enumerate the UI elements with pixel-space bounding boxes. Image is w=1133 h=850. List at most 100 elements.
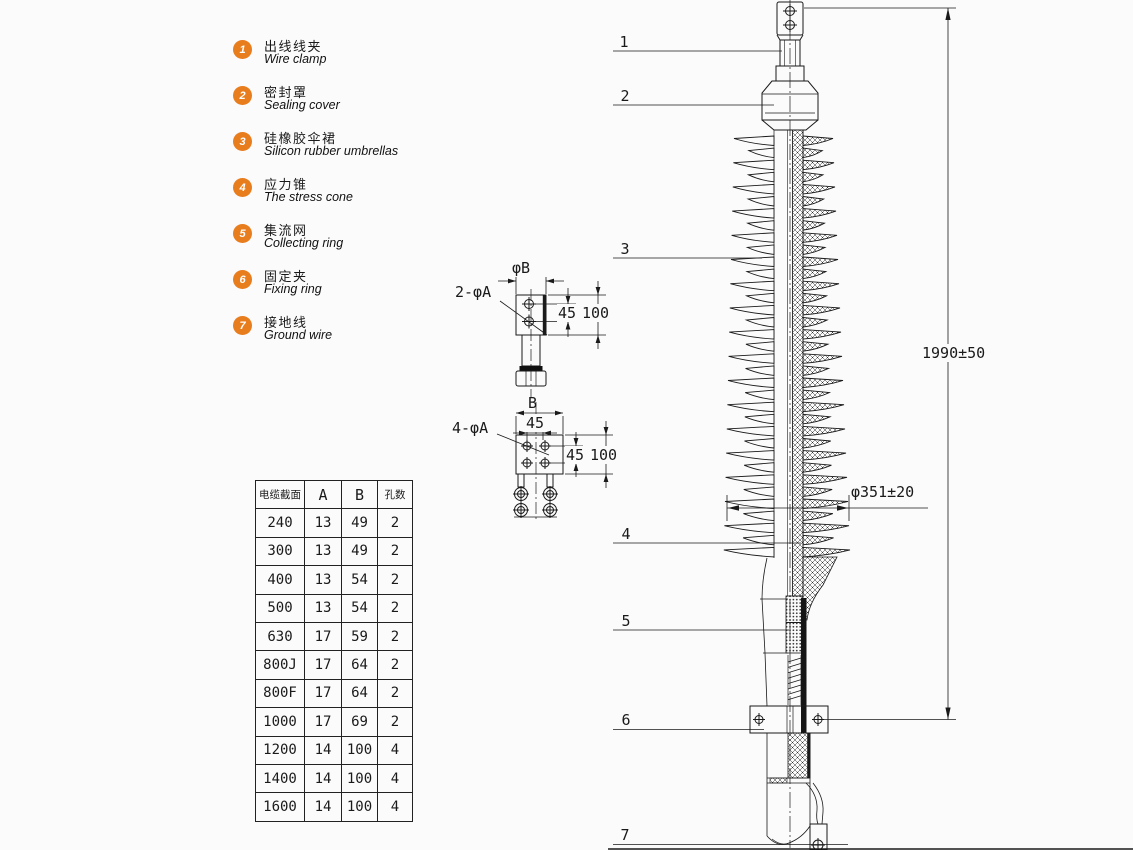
cell: 49 bbox=[341, 536, 378, 567]
collecting-ring bbox=[785, 595, 803, 654]
part-number-1: 1 bbox=[619, 33, 629, 51]
legend-en-5: Collecting ring bbox=[264, 236, 344, 250]
cell: 13 bbox=[304, 536, 342, 567]
detail2-45v-label: 45 bbox=[565, 446, 586, 464]
cell: 13 bbox=[304, 565, 342, 595]
cell: 400 bbox=[255, 565, 305, 595]
detail1-dia-b-label: φB bbox=[512, 259, 531, 277]
cable-lower bbox=[766, 732, 811, 845]
cell: 1000 bbox=[255, 707, 305, 737]
legend-en-6: Fixing ring bbox=[264, 282, 322, 296]
detail2-100-label: 100 bbox=[589, 446, 619, 464]
part-number-4: 4 bbox=[621, 525, 631, 543]
cell: 49 bbox=[341, 508, 378, 538]
legend-zh-7: 接地线 bbox=[264, 315, 308, 330]
legend-zh-6: 固定夹 bbox=[264, 269, 308, 284]
detail2-holes-label: 4-φA bbox=[452, 419, 489, 437]
cell: 1400 bbox=[255, 763, 305, 794]
cell: 4 bbox=[377, 735, 413, 765]
cell: 2 bbox=[377, 593, 413, 623]
col-header-holes: 孔数 bbox=[377, 479, 413, 510]
cell: 1200 bbox=[255, 735, 305, 765]
umbrella-fins-right bbox=[802, 135, 851, 558]
legend-badge-2: 2 bbox=[233, 86, 252, 105]
legend-badge-1: 1 bbox=[233, 40, 252, 59]
fixing-clamp bbox=[749, 705, 829, 734]
dim-height-lines bbox=[804, 7, 956, 720]
cell: 800J bbox=[255, 650, 305, 680]
cell: 13 bbox=[304, 508, 342, 538]
cell: 100 bbox=[341, 763, 378, 794]
cell: 1600 bbox=[255, 792, 305, 822]
legend-zh-5: 集流网 bbox=[264, 223, 308, 238]
cell: 2 bbox=[377, 508, 413, 538]
legend-en-3: Silicon rubber umbrellas bbox=[264, 144, 399, 158]
cell: 13 bbox=[304, 593, 342, 623]
cell: 14 bbox=[304, 763, 342, 794]
legend-zh-3: 硅橡胶伞裙 bbox=[264, 131, 337, 146]
cell: 240 bbox=[255, 508, 305, 538]
part-number-7: 7 bbox=[620, 826, 630, 844]
cell: 2 bbox=[377, 678, 413, 709]
ground-wire bbox=[805, 782, 828, 850]
cell: 69 bbox=[341, 707, 378, 737]
cell: 14 bbox=[304, 792, 342, 822]
part-number-3: 3 bbox=[620, 240, 630, 258]
legend-en-2: Sealing cover bbox=[264, 98, 340, 112]
legend-badge-7: 7 bbox=[233, 316, 252, 335]
umbrella-fins-left bbox=[723, 135, 775, 558]
legend-zh-4: 应力锥 bbox=[264, 177, 308, 192]
legend-en-7: Ground wire bbox=[264, 328, 333, 342]
cell: 4 bbox=[377, 763, 413, 794]
insulator-core bbox=[773, 129, 804, 597]
spring-section bbox=[787, 655, 802, 705]
cell: 14 bbox=[304, 735, 342, 765]
legend-badge-5: 5 bbox=[233, 224, 252, 243]
legend-en-1: Wire clamp bbox=[264, 52, 327, 66]
cell: 17 bbox=[304, 621, 342, 652]
wire-clamp bbox=[775, 1, 805, 82]
legend-badge-3: 3 bbox=[233, 132, 252, 151]
dim-diameter-label: φ351±20 bbox=[851, 483, 915, 501]
cell: 64 bbox=[341, 650, 378, 680]
grounding-braid bbox=[801, 598, 807, 733]
detail2-45h-label: 45 bbox=[525, 414, 546, 432]
cell: 100 bbox=[341, 735, 378, 765]
part-leaders bbox=[613, 50, 848, 845]
cell: 300 bbox=[255, 536, 305, 567]
detail-2-holes-lug bbox=[498, 277, 606, 397]
part-number-6: 6 bbox=[621, 711, 631, 729]
cell: 64 bbox=[341, 678, 378, 709]
cell: 2 bbox=[377, 707, 413, 737]
cell: 2 bbox=[377, 650, 413, 680]
sealing-cover bbox=[761, 80, 819, 131]
legend-zh-2: 密封罩 bbox=[264, 85, 308, 100]
cell: 2 bbox=[377, 536, 413, 567]
cell: 17 bbox=[304, 707, 342, 737]
col-header-a: A bbox=[304, 479, 342, 510]
col-header-section: 电缆截面 bbox=[255, 479, 305, 510]
cell: 54 bbox=[341, 565, 378, 595]
cell: 2 bbox=[377, 621, 413, 652]
legend-zh-1: 出线线夹 bbox=[264, 39, 323, 54]
cell: 2 bbox=[377, 565, 413, 595]
detail1-100-label: 100 bbox=[581, 304, 611, 322]
table-header-row: 电缆截面 A B 孔数 bbox=[255, 479, 413, 510]
detail-4-holes-lug bbox=[496, 402, 613, 521]
detail1-45-label: 45 bbox=[557, 304, 578, 322]
cell: 100 bbox=[341, 792, 378, 822]
cell: 54 bbox=[341, 593, 378, 623]
cell: 500 bbox=[255, 593, 305, 623]
